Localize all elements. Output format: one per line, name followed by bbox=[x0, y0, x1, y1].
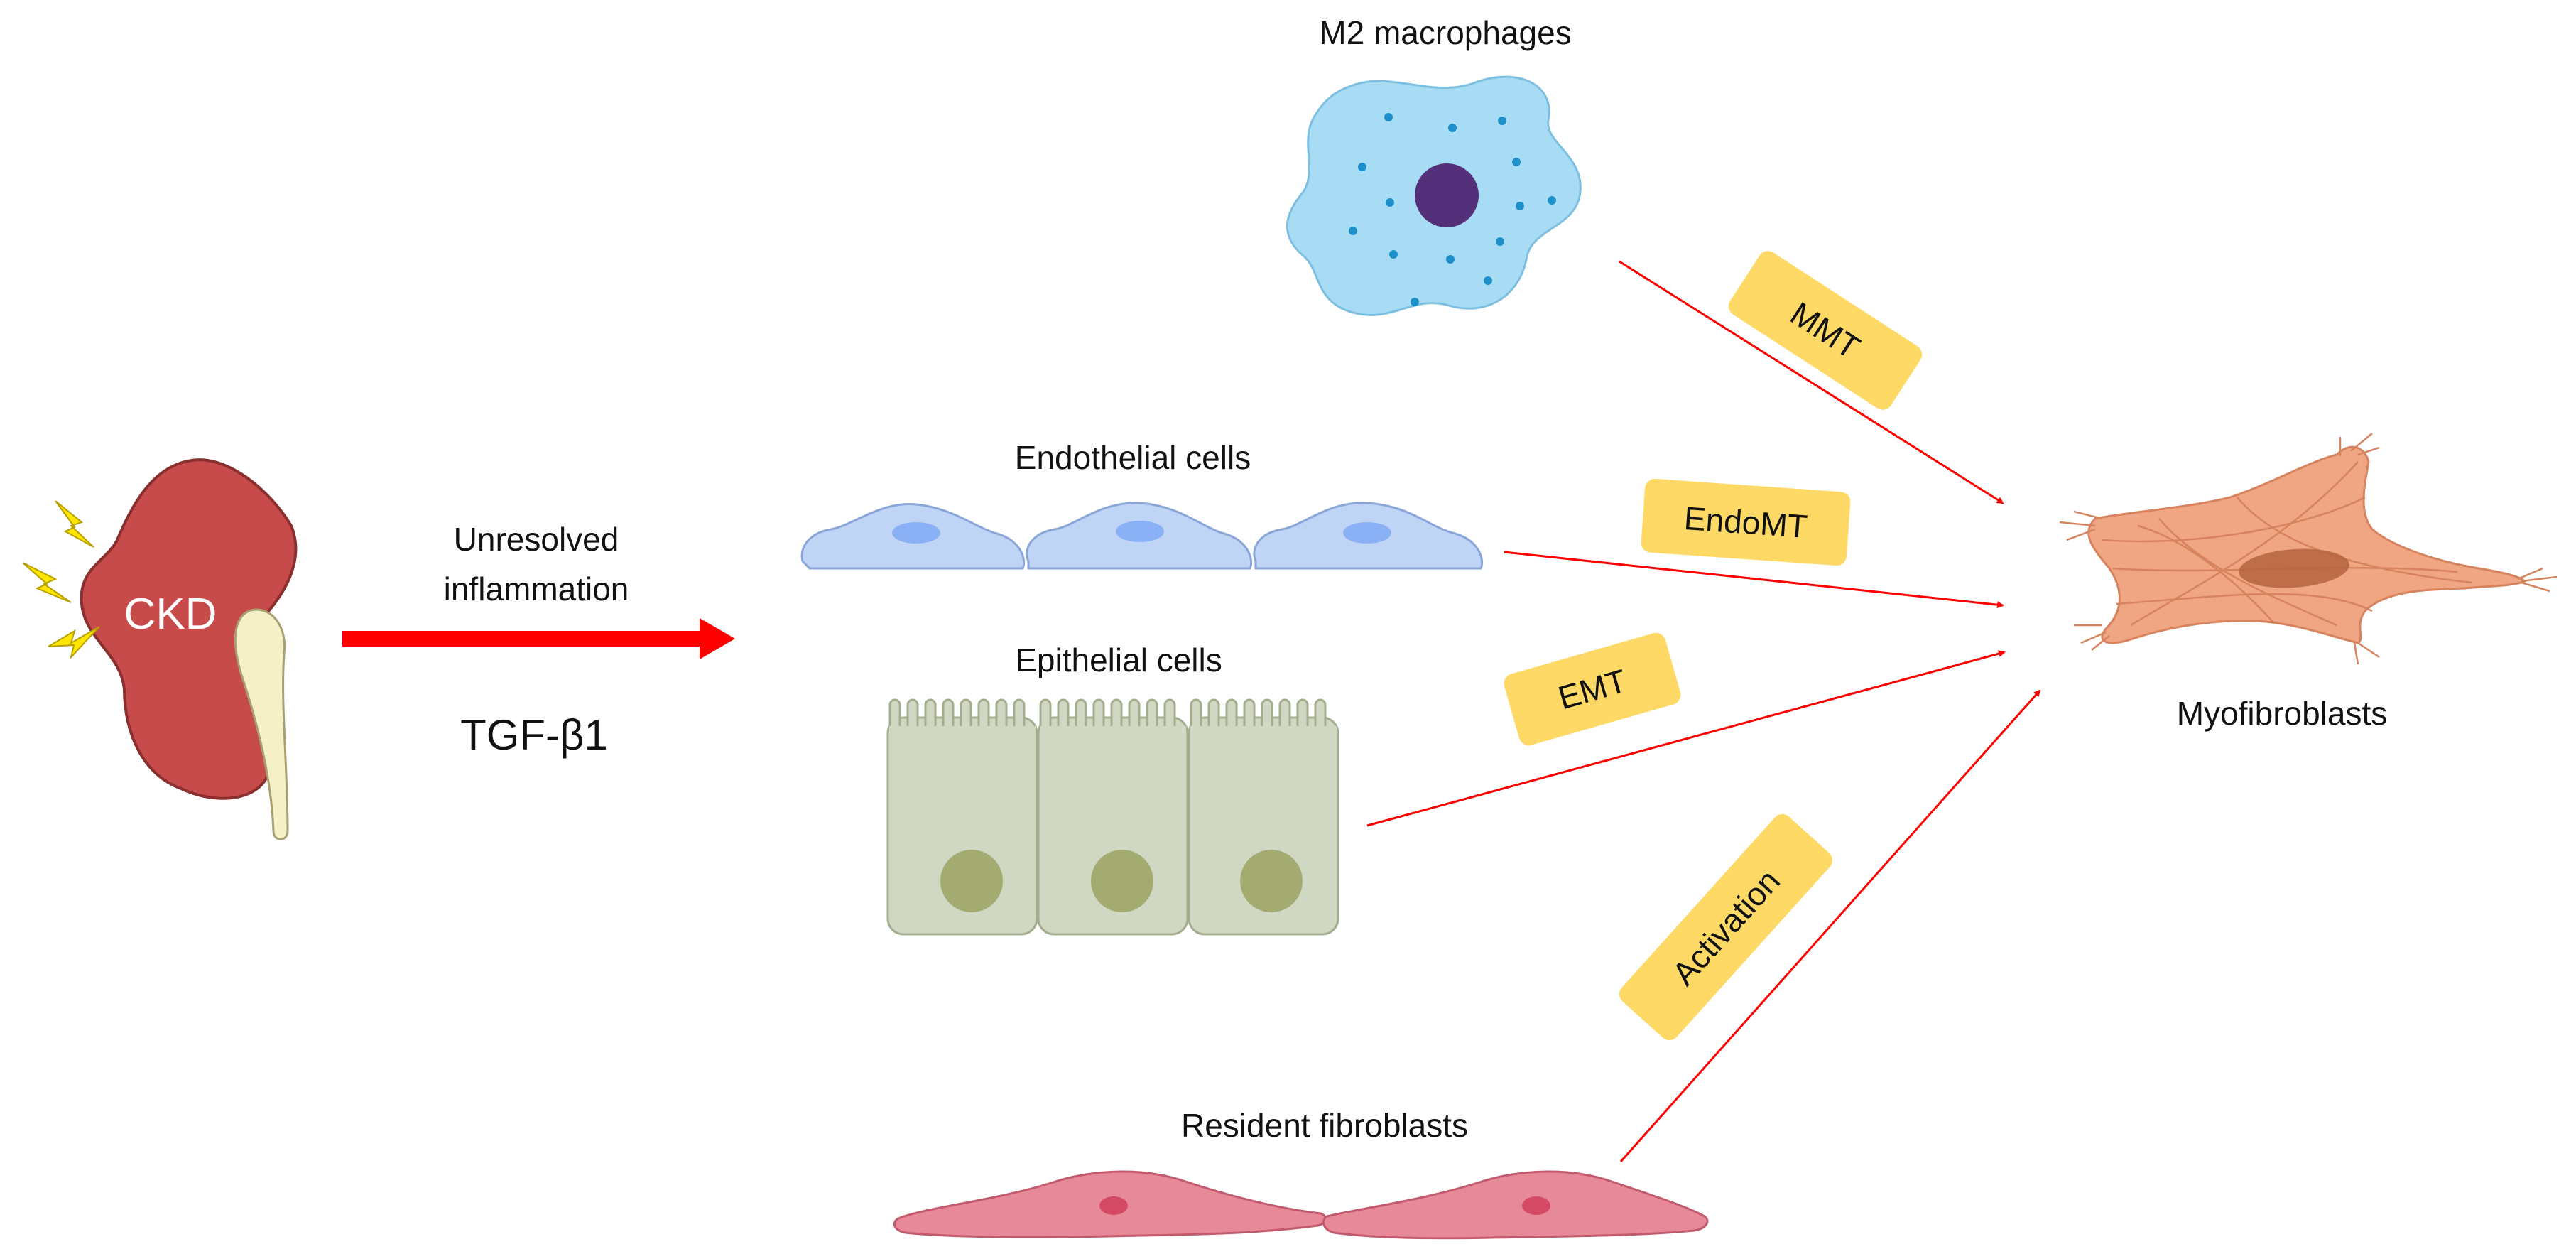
myofibroblast-spikes bbox=[2059, 433, 2558, 665]
epithelial-nucleus bbox=[1240, 850, 1303, 912]
epithelial-cells: Epithelial cells bbox=[886, 642, 1339, 936]
main-arrow-sublabel: TGF-β1 bbox=[460, 711, 608, 759]
main-arrow-shaft bbox=[342, 631, 705, 647]
resident-fibroblasts: Resident fibroblasts bbox=[893, 1107, 1709, 1240]
emt-box: EMT bbox=[1504, 632, 1681, 746]
arrow-mmt bbox=[1619, 260, 2004, 504]
macrophage-label: M2 macrophages bbox=[1319, 14, 1571, 51]
endothelial-nucleus bbox=[892, 522, 940, 544]
lightning-icon bbox=[22, 562, 72, 603]
endomt-box: EndoMT bbox=[1641, 478, 1851, 566]
epithelial-cell bbox=[1037, 698, 1189, 936]
epithelial-label: Epithelial cells bbox=[1015, 642, 1222, 678]
endothelial-cells: Endothelial cells bbox=[800, 439, 1484, 570]
activation-box: Activation bbox=[1619, 813, 1832, 1041]
main-arrow: Unresolved inflammation TGF-β1 bbox=[342, 521, 735, 759]
epithelial-cell bbox=[1188, 698, 1339, 936]
fibroblast-label: Resident fibroblasts bbox=[1181, 1107, 1468, 1144]
myofibroblast-nucleus bbox=[2239, 548, 2349, 588]
myofibroblast: Myofibroblasts bbox=[2059, 433, 2558, 732]
kidney: CKD bbox=[22, 458, 298, 840]
arrow-emt bbox=[1366, 650, 2006, 827]
arrow-activation bbox=[1619, 689, 2041, 1162]
endomt-label: EndoMT bbox=[1683, 499, 1808, 545]
fibroblast-cell bbox=[1322, 1170, 1709, 1240]
kidney-label: CKD bbox=[124, 590, 217, 639]
myofibroblast-label: Myofibroblasts bbox=[2177, 695, 2388, 732]
fibroblast-nucleus bbox=[1099, 1196, 1128, 1215]
kidney-shape bbox=[80, 458, 298, 800]
epithelial-cell bbox=[886, 698, 1038, 936]
epithelial-nucleus bbox=[940, 850, 1003, 912]
transition-arrows bbox=[1366, 260, 2041, 1162]
macrophage-nucleus bbox=[1415, 163, 1479, 227]
mmt-box: MMT bbox=[1728, 251, 1923, 410]
main-arrow-head bbox=[700, 618, 735, 659]
endothelial-label: Endothelial cells bbox=[1015, 439, 1251, 476]
m2-macrophage: M2 macrophages bbox=[1286, 14, 1582, 316]
endothelial-nucleus bbox=[1343, 522, 1391, 544]
epithelial-nucleus bbox=[1091, 850, 1153, 912]
lightning-icon bbox=[55, 500, 94, 548]
arrow-endomt bbox=[1504, 551, 2004, 609]
endothelial-nucleus bbox=[1116, 521, 1164, 542]
lightning-icon bbox=[48, 626, 100, 660]
fibroblast-nucleus bbox=[1522, 1196, 1550, 1215]
main-arrow-label-line2: inflammation bbox=[444, 571, 629, 607]
ureter-shape bbox=[234, 608, 289, 840]
macrophage-granules bbox=[1349, 113, 1556, 306]
myofibroblast-filaments bbox=[2102, 461, 2472, 627]
main-arrow-label-line1: Unresolved bbox=[454, 521, 619, 558]
